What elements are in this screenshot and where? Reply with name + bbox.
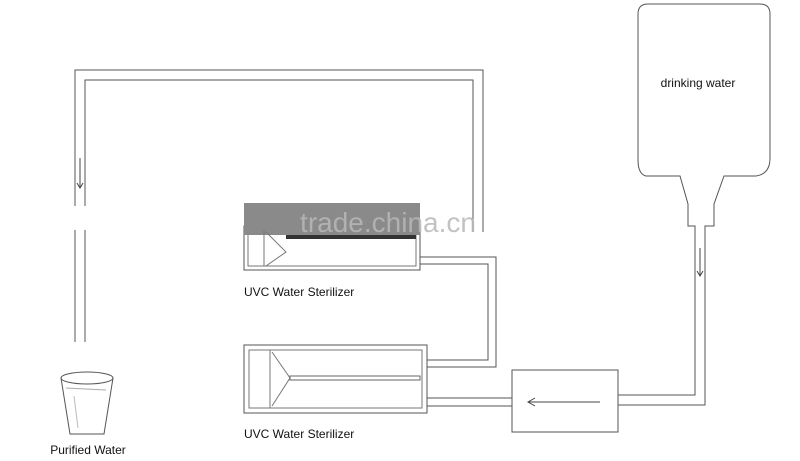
uvc-sterilizer-bottom (243, 344, 428, 414)
cup-icon (60, 371, 114, 435)
pipe-break-left (70, 206, 90, 230)
filter-unit (511, 369, 619, 433)
uv-lamp-bottom (289, 375, 421, 381)
pipe-filter-to-sterilizer (427, 397, 512, 407)
drinking-water-label: drinking water (661, 76, 736, 90)
uvc-sterilizer-top (243, 203, 421, 271)
sterilizer-bottom-label: UVC Water Sterilizer (244, 427, 354, 441)
flow-arrow-down-left (76, 158, 84, 189)
sterilizer-top-label: UVC Water Sterilizer (244, 285, 354, 299)
watermark-text: trade.china.cn (300, 207, 476, 238)
flow-arrow-left (526, 397, 600, 407)
purified-water-label: Purified Water (50, 443, 126, 457)
flow-arrow-down-right (696, 248, 704, 277)
uv-lamp-top (244, 203, 420, 235)
pipe-break-right (682, 204, 718, 228)
pipe-between-sterilizers (420, 256, 497, 368)
